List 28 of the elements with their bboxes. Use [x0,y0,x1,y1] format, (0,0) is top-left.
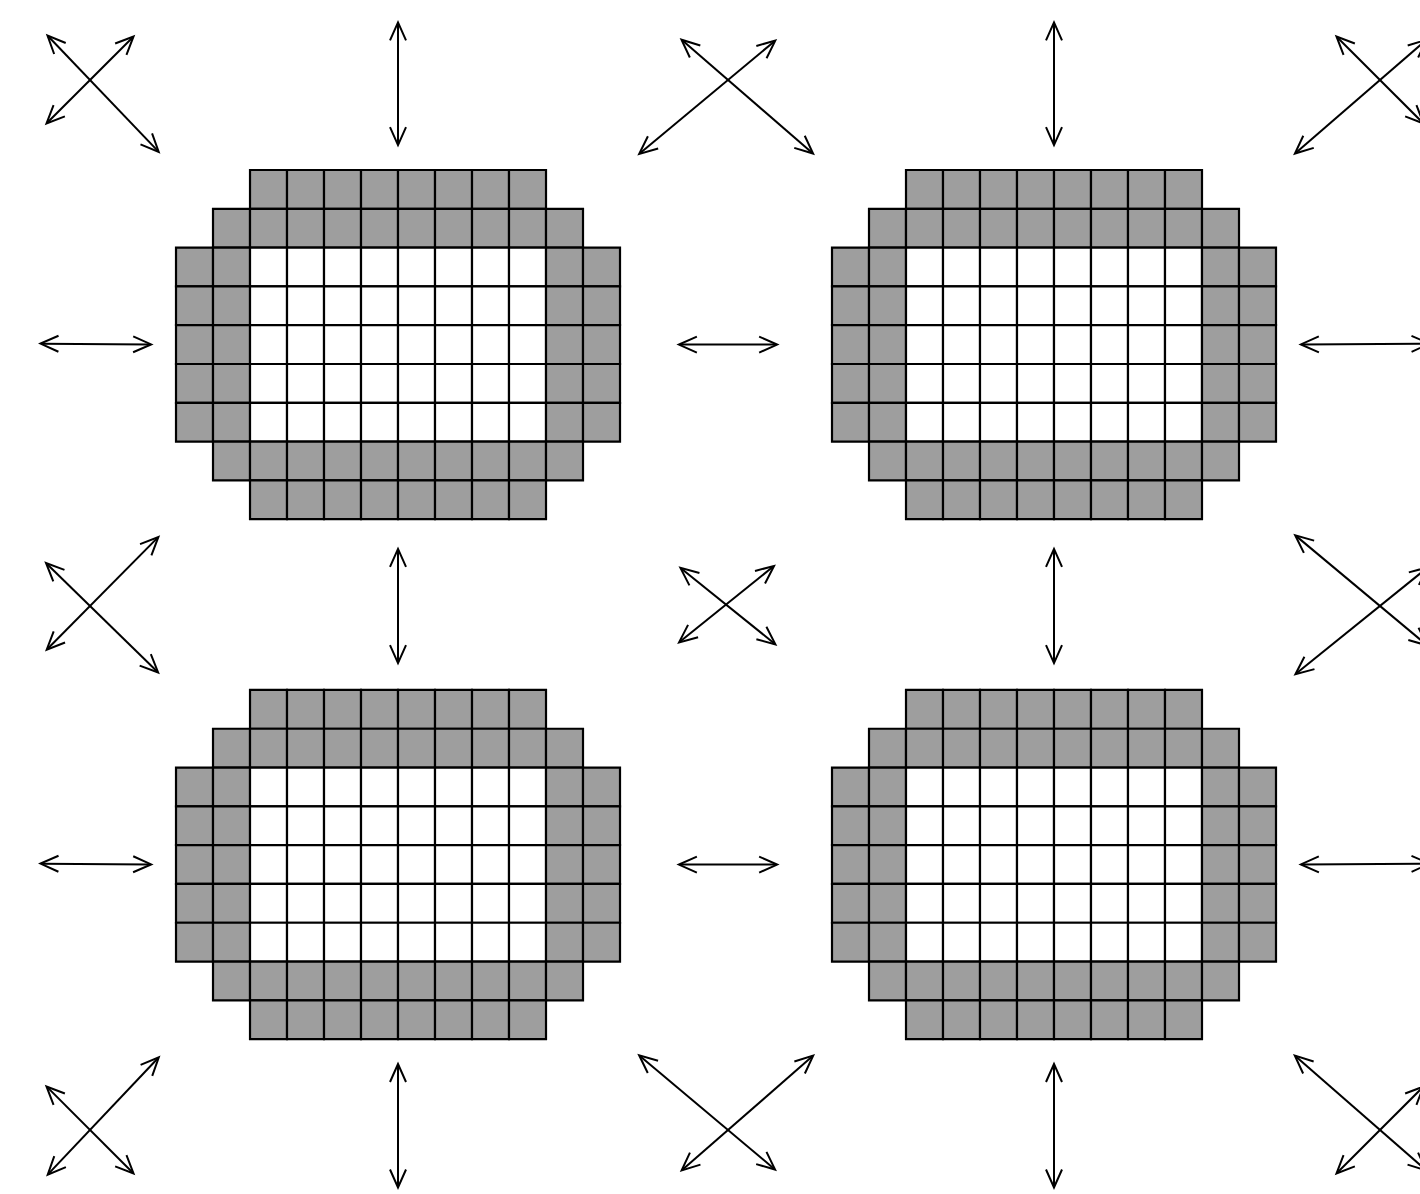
arrow [38,334,154,354]
arrow [1293,38,1420,156]
cell-grid [830,168,1278,521]
arrow [44,535,161,652]
arrow [1045,1061,1063,1190]
arrow [38,854,154,874]
arrow [389,1061,407,1190]
arrow [637,1053,777,1172]
arrow [679,1054,816,1173]
arrow [389,546,407,666]
arrow [1045,546,1063,666]
cell-grid [174,688,622,1041]
arrow [46,1055,161,1177]
arrow [676,855,780,874]
arrow [45,33,161,154]
arrow [676,335,780,354]
arrow [44,561,160,675]
arrow [1293,533,1420,647]
arrow [679,38,815,156]
cell-grid [174,168,622,521]
arrow [1293,565,1420,676]
arrow [389,20,407,148]
arrow [1298,334,1420,354]
arrow [1292,1054,1420,1173]
cell-grid [830,688,1278,1041]
arrow [637,39,778,156]
arrow [1298,854,1420,874]
arrow [1045,20,1063,148]
